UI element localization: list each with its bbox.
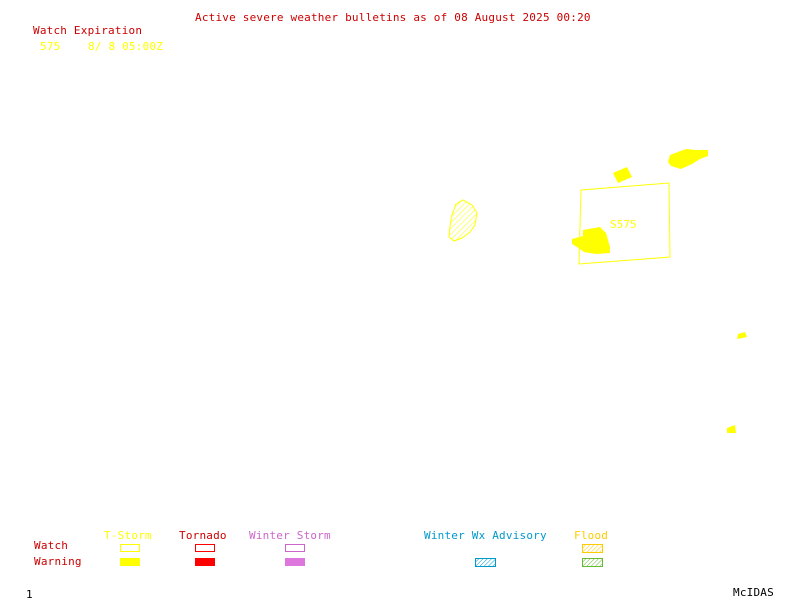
legend-flood-warning — [582, 558, 603, 567]
software-label: McIDAS — [733, 586, 774, 599]
warning-polygon[interactable] — [572, 227, 610, 254]
legend-tstorm-warning — [120, 558, 140, 566]
warning-polygon[interactable] — [668, 149, 708, 169]
legend-tornado-label: Tornado — [179, 529, 227, 542]
warning-polygon[interactable] — [727, 425, 736, 433]
legend-flood-watch — [582, 544, 603, 553]
legend-winter-wx-label: Winter Wx Advisory — [424, 529, 547, 542]
hatched-advisory-polygon[interactable] — [448, 199, 478, 242]
legend-tornado-warning — [195, 558, 215, 566]
legend-row-watch: Watch — [34, 539, 69, 552]
legend-tornado-watch — [195, 544, 215, 552]
bulletin-title: Active severe weather bulletins as of 08… — [195, 11, 591, 24]
legend-tstorm-label: T-Storm — [104, 529, 152, 542]
legend-winter-storm-warning — [285, 558, 305, 566]
legend-row-warning: Warning — [34, 555, 82, 568]
legend-winter-wx-warning — [475, 558, 496, 567]
watch-box-575-label: S575 — [610, 218, 637, 231]
watch-id: 575 — [40, 40, 61, 53]
warning-polygon[interactable] — [613, 167, 632, 183]
legend-tstorm-watch — [120, 544, 140, 552]
watch-expiration-heading: Watch Expiration — [33, 24, 143, 37]
legend-winter-storm-label: Winter Storm — [249, 529, 331, 542]
legend-winter-storm-watch — [285, 544, 305, 552]
frame-number: 1 — [26, 588, 33, 601]
legend-flood-label: Flood — [574, 529, 609, 542]
warning-polygon[interactable] — [737, 332, 747, 339]
watch-expires: 8/ 8 05:00Z — [88, 40, 164, 53]
